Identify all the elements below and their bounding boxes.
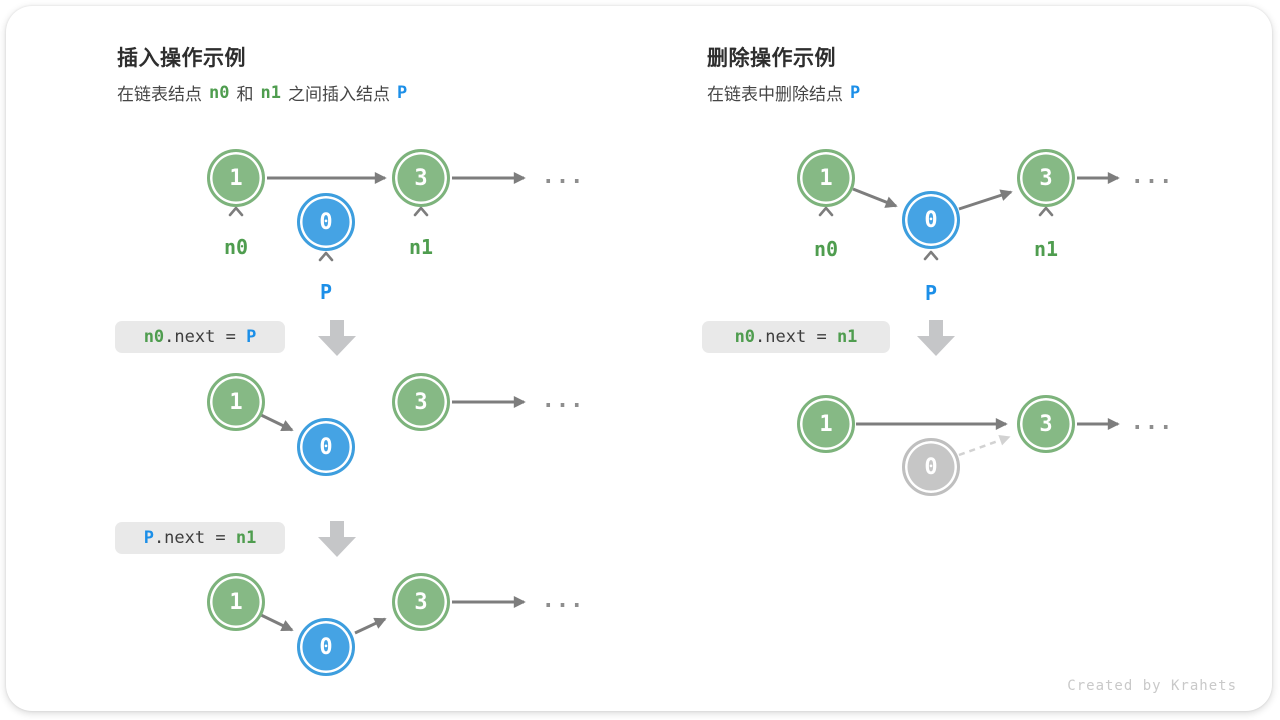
caret-up-icon xyxy=(1038,206,1054,217)
node-1: 1 xyxy=(207,149,265,207)
pointer-label-p: P xyxy=(319,280,333,304)
token-p: P xyxy=(396,82,408,103)
node-value: 0 xyxy=(319,434,333,460)
node-p-removed: 0 xyxy=(902,438,960,496)
node-value: 0 xyxy=(319,634,333,660)
node-p: 0 xyxy=(902,191,960,249)
token-n0: n0 xyxy=(209,82,230,103)
token-n1: n1 xyxy=(260,82,281,103)
code-mid: .next = xyxy=(755,327,837,347)
arrow-right-icon xyxy=(958,189,1013,211)
code-n0-next-n1: n0.next = n1 xyxy=(702,321,890,353)
node-value: 1 xyxy=(229,389,243,415)
ellipsis: ... xyxy=(541,588,585,613)
node-value: 3 xyxy=(414,589,428,615)
pointer-label-n0: n0 xyxy=(223,235,249,259)
node-3: 3 xyxy=(392,373,450,431)
node-p: 0 xyxy=(297,418,355,476)
arrow-down-icon xyxy=(318,320,356,356)
arrow-right-icon xyxy=(354,617,387,635)
caret-up-icon xyxy=(413,206,429,217)
node-value: 1 xyxy=(819,411,833,437)
code-rhs: P xyxy=(246,327,257,347)
pointer-label-n1: n1 xyxy=(408,235,434,259)
code-lhs: P xyxy=(143,528,154,548)
node-value: 0 xyxy=(924,454,938,480)
delete-subtitle: 在链表中删除结点 P xyxy=(707,80,867,105)
insert-subtitle: 在链表结点 n0 和 n1 之间插入结点 P xyxy=(117,80,414,105)
node-p: 0 xyxy=(297,193,355,251)
watermark: Created by Krahets xyxy=(1067,678,1237,694)
code-mid: .next = xyxy=(153,528,236,548)
node-1: 1 xyxy=(797,395,855,453)
arrow-right-icon xyxy=(260,613,294,632)
arrow-down-icon xyxy=(318,521,356,557)
node-3: 3 xyxy=(392,149,450,207)
delete-subtitle-text: 在链表中删除结点 xyxy=(707,85,843,104)
ellipsis: ... xyxy=(1130,410,1174,435)
ellipsis: ... xyxy=(1130,164,1174,189)
node-3: 3 xyxy=(1017,395,1075,453)
node-1: 1 xyxy=(207,573,265,631)
insert-title: 插入操作示例 xyxy=(117,47,246,70)
insert-subtitle-text: 和 xyxy=(236,85,254,104)
code-n0-next-p: n0.next = P xyxy=(115,321,285,353)
insert-subtitle-text: 之间插入结点 xyxy=(287,85,390,104)
node-value: 3 xyxy=(1039,165,1053,191)
delete-title: 删除操作示例 xyxy=(707,47,836,70)
node-value: 3 xyxy=(414,389,428,415)
node-value: 1 xyxy=(229,165,243,191)
node-3: 3 xyxy=(392,573,450,631)
arrow-right-icon xyxy=(852,187,898,208)
node-p: 0 xyxy=(297,618,355,676)
code-mid: .next = xyxy=(164,327,247,347)
node-value: 0 xyxy=(319,209,333,235)
pointer-label-p: P xyxy=(924,281,938,305)
caret-up-icon xyxy=(228,206,244,217)
code-rhs: n1 xyxy=(836,327,858,347)
code-lhs: n0 xyxy=(734,327,756,347)
node-value: 1 xyxy=(229,589,243,615)
insert-subtitle-text: 在链表结点 xyxy=(117,85,202,104)
node-3: 3 xyxy=(1017,149,1075,207)
node-value: 3 xyxy=(414,165,428,191)
arrow-right-icon xyxy=(260,413,294,432)
code-p-next-n1: P.next = n1 xyxy=(115,522,285,554)
node-1: 1 xyxy=(207,373,265,431)
ellipsis: ... xyxy=(541,164,585,189)
node-value: 1 xyxy=(819,165,833,191)
code-rhs: n1 xyxy=(235,528,257,548)
dashed-arrow-icon xyxy=(958,434,1011,457)
pointer-label-n0: n0 xyxy=(813,237,839,261)
caret-up-icon xyxy=(318,251,334,262)
caret-up-icon xyxy=(923,250,939,261)
caret-up-icon xyxy=(818,206,834,217)
arrow-down-icon xyxy=(917,320,955,356)
node-1: 1 xyxy=(797,149,855,207)
node-value: 3 xyxy=(1039,411,1053,437)
token-p: P xyxy=(850,82,861,103)
node-value: 0 xyxy=(924,207,938,233)
code-lhs: n0 xyxy=(143,327,165,347)
ellipsis: ... xyxy=(541,388,585,413)
pointer-label-n1: n1 xyxy=(1033,237,1059,261)
